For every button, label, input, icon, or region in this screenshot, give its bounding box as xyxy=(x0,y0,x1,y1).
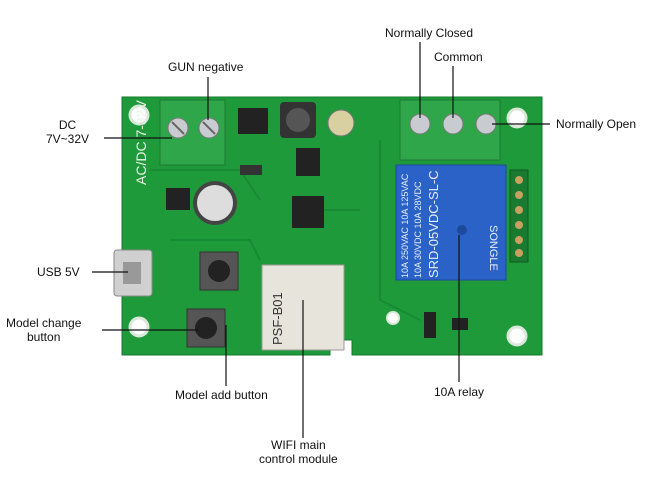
label-relay: 10A relay xyxy=(434,385,485,399)
module-name-marking: PSF-B01 xyxy=(270,292,285,345)
ic-chips xyxy=(166,108,324,228)
label-normally-closed: Normally Closed xyxy=(385,26,474,40)
model-add-button-part xyxy=(199,251,239,291)
label-usb: USB 5V xyxy=(37,265,80,279)
label-wifi-line2: control module xyxy=(259,452,338,466)
label-dc-line1: DC xyxy=(58,118,77,132)
header-pins xyxy=(509,169,529,263)
label-dc: DC 7V~32V xyxy=(46,118,89,146)
label-wifi-line1: WIFI main xyxy=(271,438,326,452)
small-capacitor xyxy=(327,109,355,137)
usb-port xyxy=(113,249,153,297)
label-common: Common xyxy=(434,50,483,64)
relay-brand-marking: SONGLE xyxy=(487,225,499,271)
smd-parts xyxy=(424,312,468,338)
label-model-add: Model add button xyxy=(175,388,268,402)
relay-spec-line-1: 10A 250VAC 10A 125VAC xyxy=(400,173,410,278)
model-change-button-part xyxy=(186,308,226,348)
label-model-change: Model change button xyxy=(6,316,81,344)
relay-model-marking: SRD-05VDC-SL-C xyxy=(426,170,441,278)
inductor xyxy=(280,102,316,138)
label-wifi: WIFI main control module xyxy=(259,438,338,466)
relay-terminal-block xyxy=(399,99,501,161)
label-model-change-line2: button xyxy=(27,330,61,344)
label-gun-negative: GUN negative xyxy=(168,60,244,74)
relay-spec-line-2: 10A 30VDC 10A 28VDC xyxy=(413,181,423,278)
relay: 10A 250VAC 10A 125VAC 10A 30VDC 10A 28VD… xyxy=(395,164,507,281)
capacitor xyxy=(193,181,237,225)
label-model-change-line1: Model change xyxy=(6,316,82,330)
power-silkscreen: AC/DC 7-32V xyxy=(133,100,149,185)
label-normally-open: Normally Open xyxy=(556,117,637,131)
dc-terminal-block xyxy=(159,99,226,166)
leader-lines xyxy=(92,42,550,438)
label-dc-line2: 7V~32V xyxy=(46,132,90,146)
mounting-holes xyxy=(128,104,528,347)
